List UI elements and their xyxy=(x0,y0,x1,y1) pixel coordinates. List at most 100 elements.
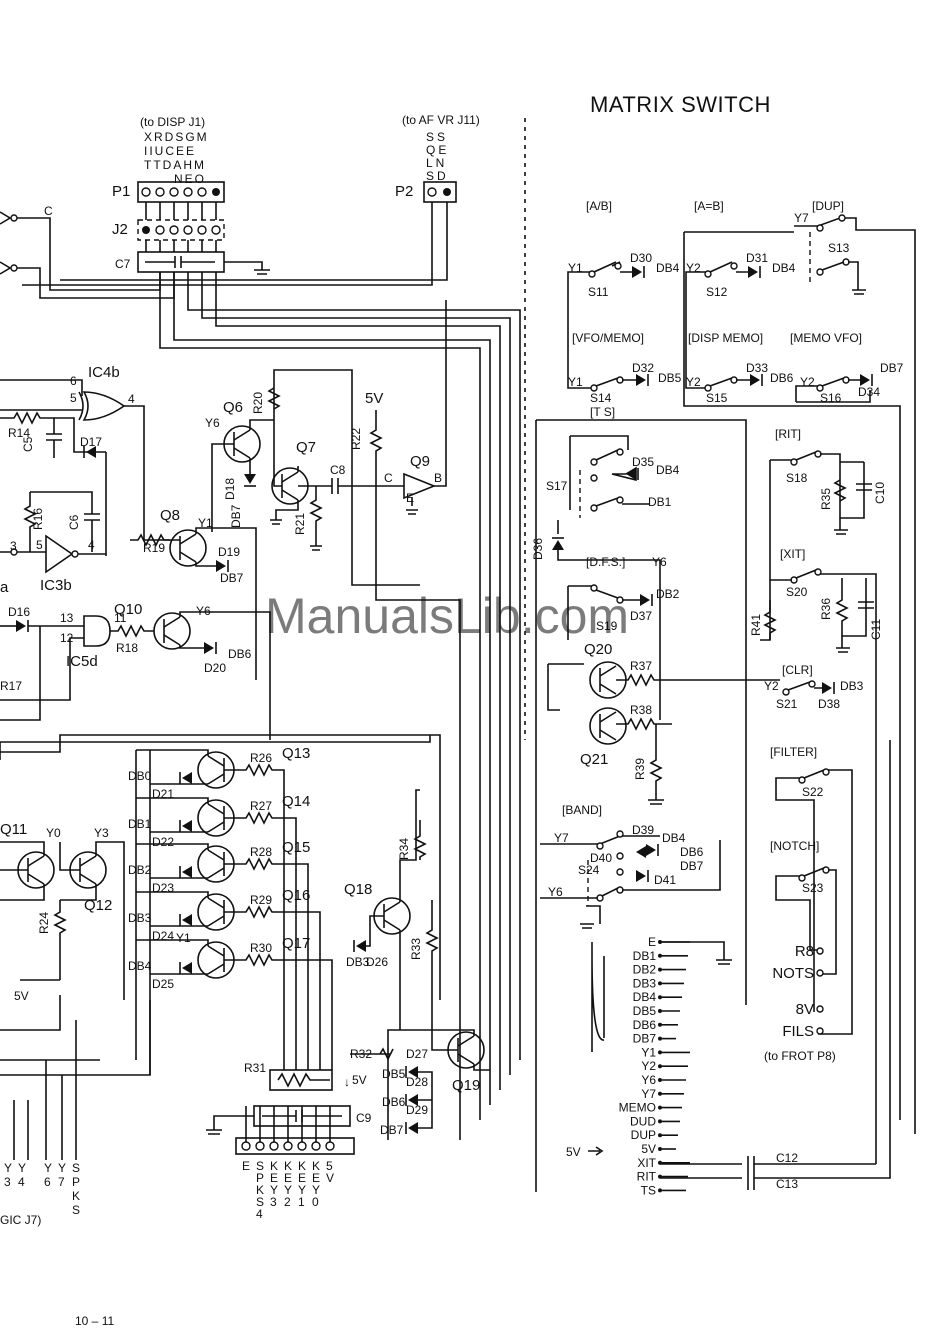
p1-pin-row2: IIUCEE xyxy=(144,144,196,158)
svg-text:R38: R38 xyxy=(630,703,652,717)
svg-text:Y6: Y6 xyxy=(548,885,563,899)
svg-text:QE: QE xyxy=(426,143,449,157)
svg-text:R39: R39 xyxy=(633,758,647,780)
svg-text:↓: ↓ xyxy=(344,1075,350,1089)
svg-text:IC5d: IC5d xyxy=(66,653,98,670)
bus-label-memo: MEMO xyxy=(619,1101,656,1115)
svg-text:Y6: Y6 xyxy=(196,604,211,618)
svg-text:D20: D20 xyxy=(204,661,226,675)
p1-pin-row4: NEO xyxy=(174,172,206,186)
svg-text:S: S xyxy=(72,1161,80,1175)
svg-text:DB4: DB4 xyxy=(662,831,686,845)
bus-label-db7: DB7 xyxy=(633,1032,657,1046)
group-disp-memo: [DISP MEMO] xyxy=(688,331,763,345)
svg-text:Y1: Y1 xyxy=(176,931,191,945)
svg-text:C10: C10 xyxy=(873,482,887,504)
bottom-pin-label: 1 xyxy=(298,1195,305,1209)
svg-text:Y7: Y7 xyxy=(554,831,569,845)
svg-text:D17: D17 xyxy=(80,435,102,449)
bus-label-y6: Y6 xyxy=(641,1073,656,1087)
svg-text:R32: R32 xyxy=(350,1047,372,1061)
svg-text:S24: S24 xyxy=(578,863,600,877)
supply-5v-label-3: 5V xyxy=(352,1073,367,1087)
bus-label-dup: DUP xyxy=(631,1128,656,1142)
group-dup: [DUP] xyxy=(812,199,844,213)
svg-text:11: 11 xyxy=(114,611,127,625)
bottom-pin-label: E xyxy=(242,1159,250,1173)
svg-text:Y: Y xyxy=(18,1161,26,1175)
bottom-pin-label: K xyxy=(270,1159,278,1173)
terminal-nots: NOTS xyxy=(772,965,814,982)
svg-text:R31: R31 xyxy=(244,1061,266,1075)
bottom-pin-label: Y xyxy=(312,1183,320,1197)
svg-text:D26: D26 xyxy=(366,955,388,969)
e-ground xyxy=(660,941,732,965)
resistor-label: R29 xyxy=(250,893,272,907)
connector-p2: (to AF VR J11) SS QE LN SD P2 xyxy=(22,113,480,286)
group-band: [BAND] xyxy=(562,803,602,817)
db-label: DB2 xyxy=(128,863,152,877)
svg-text:S15: S15 xyxy=(706,391,728,405)
bus-label-ts: TS xyxy=(641,1183,656,1197)
p1-dest-label: (to DISP J1) xyxy=(140,115,205,129)
group-memo-vfo: [MEMO VFO] xyxy=(790,331,862,345)
svg-text:DB2: DB2 xyxy=(656,587,680,601)
svg-text:7: 7 xyxy=(58,1175,65,1189)
svg-text:6: 6 xyxy=(70,374,77,388)
resistor-label: R28 xyxy=(250,845,272,859)
svg-text:a: a xyxy=(0,579,9,596)
diode-label: D23 xyxy=(152,881,174,895)
db-label: DB3 xyxy=(128,911,152,925)
svg-text:Q9: Q9 xyxy=(410,453,430,470)
bus-label-e: E xyxy=(648,935,656,949)
svg-text:DB7: DB7 xyxy=(229,504,243,528)
diode-label: D24 xyxy=(152,929,174,943)
svg-text:DB7: DB7 xyxy=(220,571,244,585)
svg-text:Y0: Y0 xyxy=(46,826,61,840)
group-rit: [RIT] xyxy=(775,427,801,441)
svg-text:D31: D31 xyxy=(746,251,768,265)
svg-text:S21: S21 xyxy=(776,697,798,711)
svg-text:DB6: DB6 xyxy=(382,1095,406,1109)
svg-text:4: 4 xyxy=(18,1175,25,1189)
diode-label: D21 xyxy=(152,787,174,801)
svg-text:Q20: Q20 xyxy=(584,641,612,658)
connector-j2: J2 xyxy=(112,219,225,241)
bottom-pin-label: E xyxy=(270,1171,278,1185)
bottom-pin-label: E xyxy=(312,1171,320,1185)
svg-text:6: 6 xyxy=(44,1175,51,1189)
bus-label-5v: 5V xyxy=(641,1142,656,1156)
svg-text:R24: R24 xyxy=(37,912,51,934)
group-clr: [CLR] xyxy=(782,663,813,677)
matrix-switch: [A/B] [A=B] [DUP] [VFO/MEMO] [DISP MEMO]… xyxy=(562,199,862,853)
bottom-pin-label: Y xyxy=(284,1183,292,1197)
group-filter: [FILTER] xyxy=(770,745,817,759)
svg-text:Q21: Q21 xyxy=(580,751,608,768)
supply-5v-label-2: 5V xyxy=(14,989,29,1003)
svg-text:D36: D36 xyxy=(531,538,545,560)
svg-text:Y1: Y1 xyxy=(198,516,213,530)
svg-text:S22: S22 xyxy=(802,785,824,799)
svg-text:DB7: DB7 xyxy=(680,859,704,873)
svg-text:IC3b: IC3b xyxy=(40,577,72,594)
resistor-label: R27 xyxy=(250,799,272,813)
watermark: ManualsLib.com xyxy=(265,588,629,644)
bottom-pin-label: 0 xyxy=(312,1195,319,1209)
svg-text:Y2: Y2 xyxy=(764,679,779,693)
svg-text:D39: D39 xyxy=(632,823,654,837)
diode-label: D22 xyxy=(152,835,174,849)
svg-text:K: K xyxy=(72,1189,80,1203)
bottom-pin-label: S xyxy=(256,1159,264,1173)
capacitors-c12-c13: C12 C13 xyxy=(660,740,891,1191)
supply-arrow xyxy=(588,1146,604,1156)
svg-text:DB6: DB6 xyxy=(680,845,704,859)
bus-label-db3: DB3 xyxy=(633,976,657,990)
bottom-pin-label: 3 xyxy=(270,1195,277,1209)
